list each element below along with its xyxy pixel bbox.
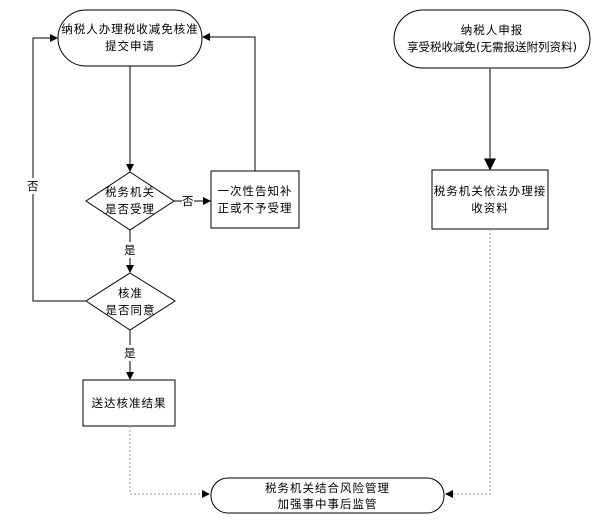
edge-receive-to-supervise <box>445 229 491 498</box>
edge-label-yes: 是 <box>124 345 136 361</box>
approve-decision: 核准 是否同意 <box>86 273 175 330</box>
node-text: 提交申请 <box>105 39 155 53</box>
node-text: 纳税人办理税收减免核准 <box>61 22 199 36</box>
declare-terminator-shape <box>393 9 591 69</box>
edge-notify-to-apply <box>202 33 256 171</box>
edge-deliver-to-supervise <box>129 426 210 498</box>
node-text: 收资料 <box>471 200 509 215</box>
node-text: 享受税收减免(无需报送附列资料) <box>407 40 577 54</box>
node-text: 核准 <box>118 285 143 300</box>
supervise-terminator-shape <box>210 477 445 514</box>
declare-terminator: 纳税人申报 享受税收减免(无需报送附列资料) <box>394 10 590 68</box>
node-text: 税务机关依法办理接 <box>433 183 547 198</box>
accept-decision: 税务机关 是否受理 <box>86 172 174 230</box>
supervise-terminator: 税务机关结合风险管理 加强事中事后监管 <box>211 478 444 513</box>
apply-terminator: 纳税人办理税收减免核准 提交申请 <box>58 10 202 66</box>
notify-box: 一次性告知补 正或不予受理 <box>211 171 299 228</box>
node-text: 是否同意 <box>105 302 156 317</box>
receive-box: 税务机关依法办理接 收资料 <box>432 170 548 229</box>
node-text: 税务机关结合风险管理 <box>265 480 390 495</box>
deliver-box-shape <box>82 379 176 427</box>
node-text: 税务机关 <box>105 185 155 199</box>
node-text: 送达核准结果 <box>91 395 167 410</box>
edge-label-no: 否 <box>27 178 39 194</box>
deliver-box: 送达核准结果 <box>83 380 175 426</box>
node-text: 加强事中事后监管 <box>277 496 378 511</box>
node-text: 是否受理 <box>105 202 155 216</box>
edge-approve-to-apply <box>32 34 86 302</box>
edge-label-no: 否 <box>182 193 194 209</box>
node-text: 正或不予受理 <box>217 200 293 215</box>
edge-label-yes: 是 <box>124 242 136 258</box>
node-text: 纳税人申报 <box>460 23 524 37</box>
node-text: 一次性告知补 <box>217 183 293 198</box>
receive-box-shape <box>431 169 549 230</box>
